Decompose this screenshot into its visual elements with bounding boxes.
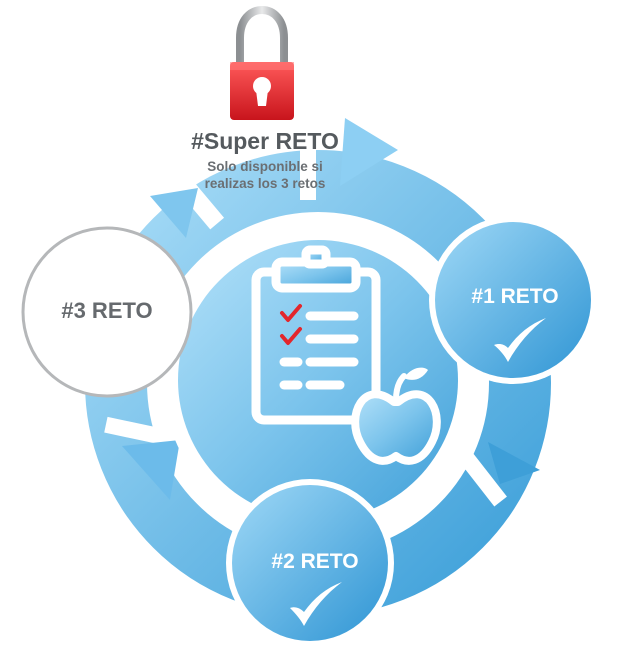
super-reto-subtitle: Solo disponible si realizas los 3 retos xyxy=(170,158,360,192)
arrow-head-top xyxy=(340,118,398,186)
arrow-head-left xyxy=(150,188,198,238)
checkmark-icon xyxy=(494,318,546,362)
super-reto-subtitle-line-2: realizas los 3 retos xyxy=(204,176,326,191)
padlock-icon xyxy=(230,5,294,120)
reto-1-label: #1 RETO xyxy=(471,285,559,308)
checkmark-icon xyxy=(290,582,342,626)
super-reto-title: #Super RETO xyxy=(191,128,339,154)
reto-3-node xyxy=(21,226,193,398)
reto-3-label: #3 RETO xyxy=(61,298,153,323)
reto-2-label: #2 RETO xyxy=(271,550,359,573)
clipboard-checklist-icon xyxy=(251,245,381,425)
arrow-head-right xyxy=(488,442,540,484)
apple-icon xyxy=(351,367,441,465)
reto-1-node xyxy=(429,216,597,384)
arrow-head-bottom-left xyxy=(122,440,180,500)
super-reto-subtitle-line-1: Solo disponible si xyxy=(207,159,323,174)
reto-2-node xyxy=(226,479,394,647)
